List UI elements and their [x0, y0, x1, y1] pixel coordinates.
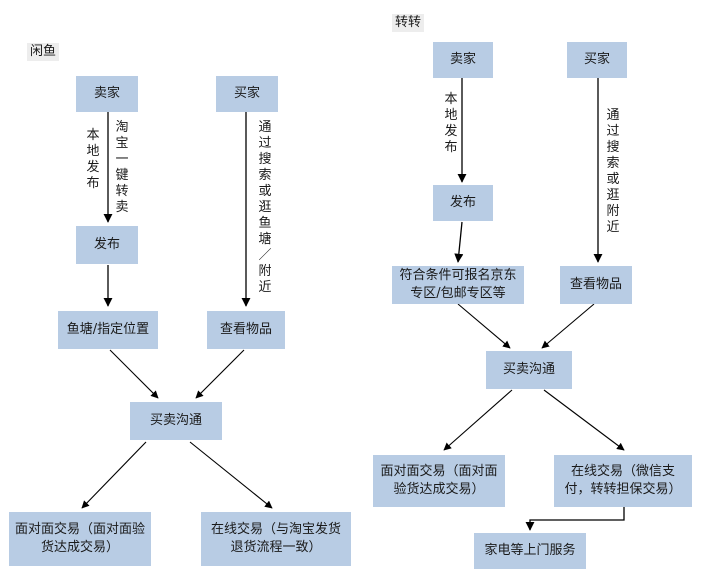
xianyu-buyer-box: 买家: [216, 76, 278, 112]
arrow-chat-to-face: [81, 441, 147, 509]
zhuanzhuan-buyer-box: 买家: [567, 42, 627, 78]
zhuanzhuan-publish-box: 发布: [433, 185, 493, 221]
zhuanzhuan-jd-zone-box: 符合条件可报名京东专区/包邮专区等: [392, 266, 524, 304]
xianyu-label-taobao-resell: 淘宝一键转卖: [115, 120, 129, 216]
xianyu-label-local-publish: 本地发布: [86, 128, 100, 192]
xianyu-label-search-pond: 通过搜索或逛鱼塘／附近: [258, 120, 272, 296]
xianyu-chat-box: 买卖沟通: [130, 402, 222, 440]
arrow-chat-to-online: [189, 441, 273, 509]
xianyu-pond-box: 鱼塘/指定位置: [58, 311, 158, 349]
xianyu-title: 闲鱼: [27, 43, 60, 61]
arrow-r-chat-to-face: [443, 389, 513, 451]
arrow-r-online-to-home: [525, 506, 625, 531]
zhuanzhuan-chat-box: 买卖沟通: [486, 351, 572, 389]
zhuanzhuan-title: 转转: [392, 14, 425, 32]
zhuanzhuan-label-search-nearby: 通过搜索或逛附近: [606, 108, 620, 236]
xianyu-view-box: 查看物品: [207, 311, 285, 349]
arrow-pond-to-chat: [109, 349, 159, 399]
zhuanzhuan-face-trade-box: 面对面交易（面对面验货达成交易）: [373, 455, 505, 507]
xianyu-seller-box: 卖家: [76, 76, 138, 112]
zhuanzhuan-label-local-publish: 本地发布: [444, 92, 458, 156]
xianyu-publish-box: 发布: [76, 226, 138, 264]
zhuanzhuan-view-box: 查看物品: [560, 266, 632, 304]
zhuanzhuan-seller-box: 卖家: [433, 42, 493, 78]
xianyu-face-trade-box: 面对面交易（面对面验货达成交易）: [9, 512, 151, 566]
arrow-view-to-chat: [195, 349, 245, 399]
arrow-r-chat-to-online: [543, 389, 625, 451]
xianyu-online-trade-box: 在线交易（与淘宝发货退货流程一致）: [201, 512, 351, 566]
arrow-r-publish-to-zone: [454, 221, 464, 263]
arrow-r-view-to-chat: [541, 303, 595, 349]
arrow-r-zone-to-chat: [457, 303, 511, 349]
zhuanzhuan-home-service-box: 家电等上门服务: [474, 533, 586, 569]
zhuanzhuan-online-trade-box: 在线交易（微信支付，转转担保交易）: [554, 455, 692, 507]
